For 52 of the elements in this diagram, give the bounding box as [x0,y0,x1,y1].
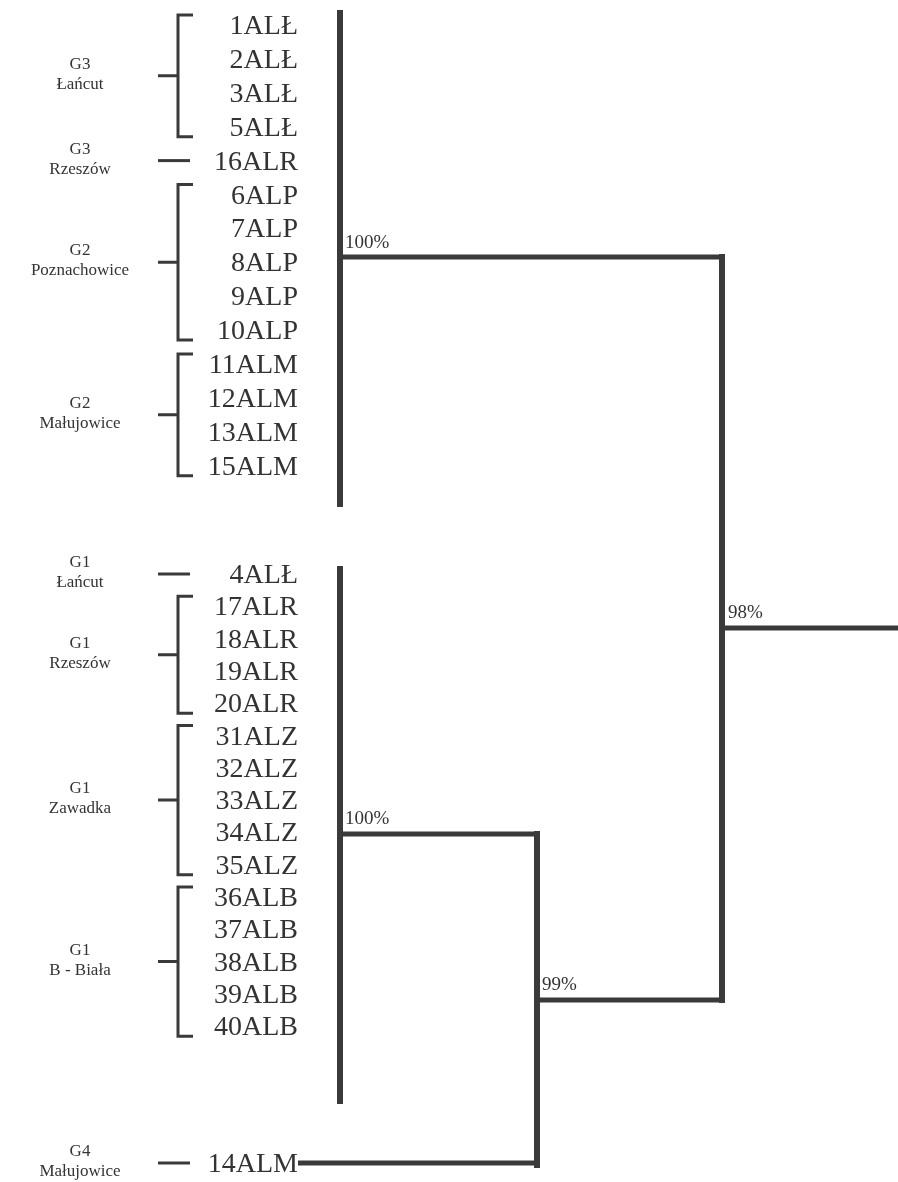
sample-label: 32ALZ [215,752,298,783]
sample-label: 16ALR [214,145,298,176]
sample-label: 33ALZ [215,785,298,816]
dendrogram-branch [343,254,719,260]
sample-label: 11ALM [208,349,298,379]
clade-bar [337,566,343,1104]
group-label: G1 Łańcut [55,552,105,592]
sample-label: 8ALP [231,247,298,278]
sample-label: 35ALZ [215,849,298,880]
sample-label: 31ALZ [215,720,298,751]
sample-label: 37ALB [214,914,298,945]
sample-label: 40ALB [214,1011,298,1042]
sample-label: 15ALM [207,450,298,481]
sample-label: 17ALR [214,591,298,622]
bootstrap-value: 100% [345,808,390,828]
sample-label: 9ALP [231,281,298,312]
sample-label: 3ALŁ [229,77,298,108]
sample-label: 12ALM [207,382,298,413]
sample-label: 5ALŁ [229,111,298,142]
group-label: G3 Łańcut [55,53,105,94]
group-label: G3 Rzeszów [48,138,112,179]
sample-label: 2ALŁ [229,43,298,74]
sample-label: 20ALR [214,688,298,719]
sample-label: 34ALZ [215,817,298,848]
sample-label: 10ALP [217,315,298,346]
group-label: G1 B - Biała [48,939,112,980]
group-label: G1 Rzeszów [48,632,112,673]
sample-label: 13ALM [207,416,298,447]
dendrogram-branch [725,625,898,631]
sample-label: 14ALM [207,1148,298,1178]
group-label: G1 Zawadka [47,778,113,819]
clade-bar [534,831,540,1168]
bootstrap-value: 100% [345,232,390,252]
group-label: G4 Małujowice [38,1141,122,1181]
bootstrap-value: 98% [728,602,763,622]
dendrogram-branch [540,997,719,1003]
sample-label: 38ALB [214,946,298,977]
sample-label: 39ALB [214,978,298,1009]
sample-label: 18ALR [214,623,298,654]
sample-label: 4ALŁ [229,559,298,589]
clade-bar [719,254,725,1003]
clade-bar [337,10,343,507]
sample-label: 6ALP [231,179,298,210]
bootstrap-value: 99% [542,974,577,994]
sample-label: 19ALR [214,655,298,686]
group-label: G2 Poznachowice [29,240,131,281]
sample-label: 7ALP [231,213,298,244]
group-label: G2 Małujowice [38,392,122,433]
sample-label: 36ALB [214,882,298,912]
dendrogram-branch [343,831,534,837]
dendrogram-branch [298,1160,534,1166]
sample-label: 1ALŁ [229,10,298,40]
